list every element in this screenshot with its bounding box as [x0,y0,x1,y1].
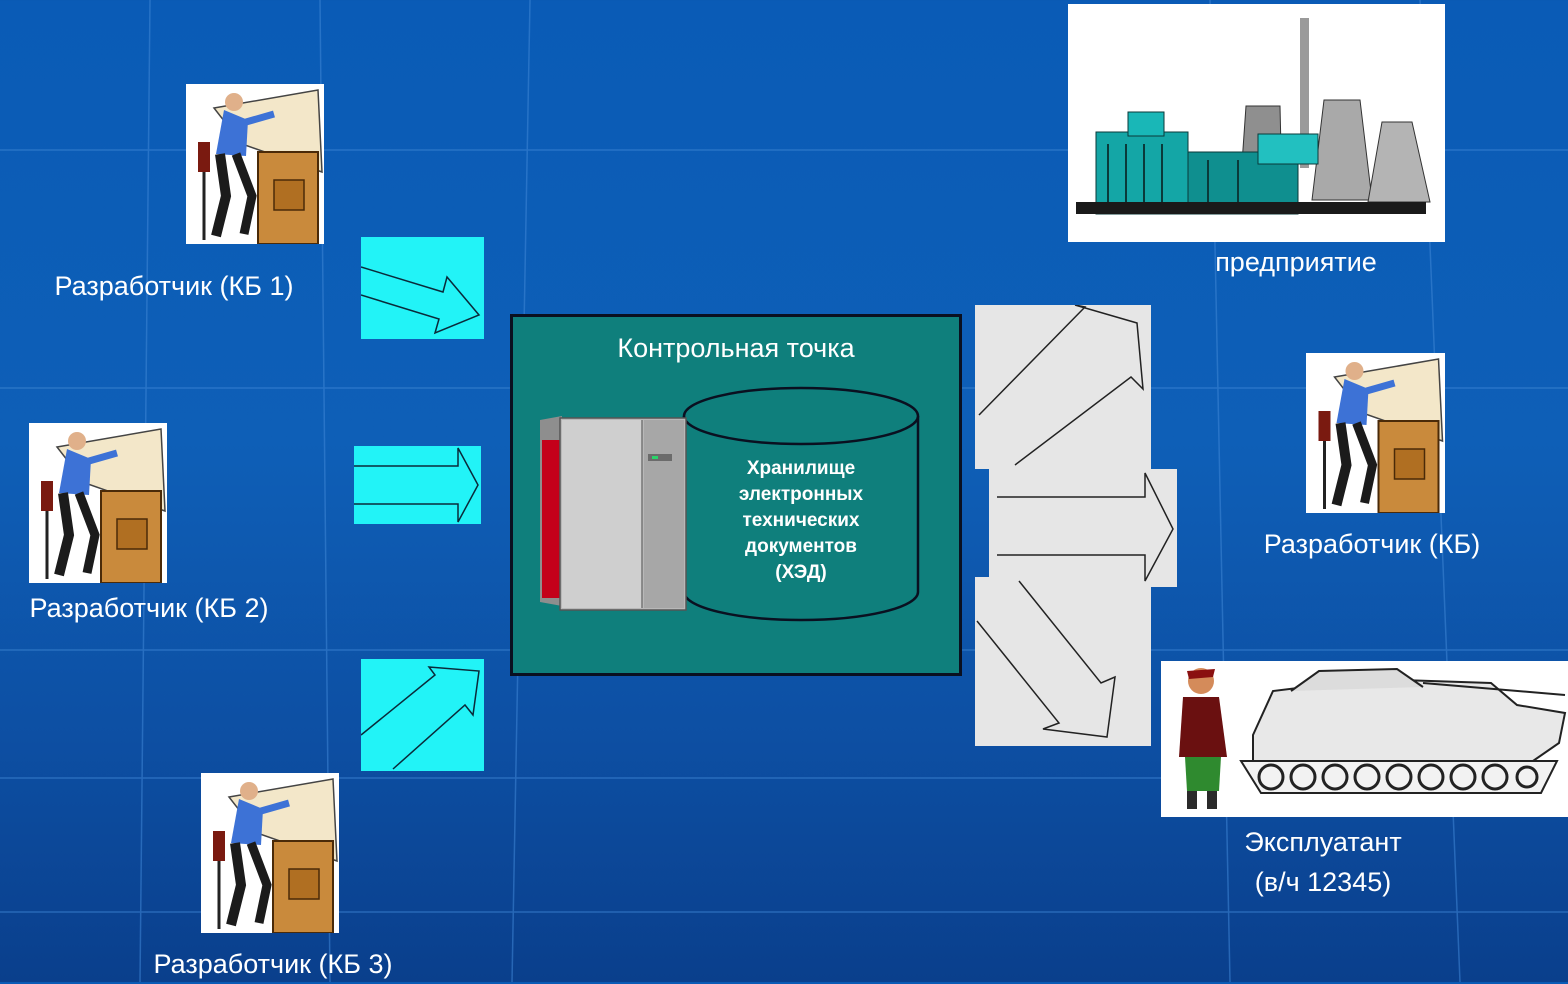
storage-label: Хранилище электронных технических докуме… [706,456,896,586]
storage-line-2: электронных [738,484,864,505]
target-factory-line-2: предприятие [1215,247,1377,277]
storage-line-4: документов [745,536,857,557]
input-arrow-kb3 [361,659,484,771]
target-factory-line-1: Ремонтное [1227,222,1365,237]
designer-kb-target-picture [1306,353,1445,513]
target-operator-line-2: (в/ч 12345) [1254,867,1392,897]
storage-line-5: (ХЭД) [775,562,827,583]
source-label-kb1: Разработчик (КБ 1) [54,271,294,301]
target-label-designer: Разработчик (КБ) [1263,529,1481,559]
designer-at-drafting-table-icon [41,428,166,583]
designer-kb1-picture [186,84,324,244]
source-label-kb2: Разработчик (КБ 2) [29,593,269,623]
control-point-title: Контрольная точка [617,333,855,363]
server-cabinet-icon [540,416,687,611]
target-operator-line-1: Эксплуатант [1244,827,1402,857]
operator-picture [1161,661,1568,817]
designer-kb3-picture [201,773,339,933]
database-cylinder-icon [682,386,920,622]
storage-line-1: Хранилище [746,458,856,479]
input-arrow-kb1 [361,237,484,339]
factory-icon [1076,18,1431,215]
target-label-factory: Ремонтное предприятие [1168,222,1424,282]
factory-picture [1068,4,1445,242]
designer-at-drafting-table-icon [198,89,323,244]
designer-at-drafting-table-icon [213,778,338,933]
target-label-operator: Эксплуатант (в/ч 12345) [1196,822,1450,902]
designer-kb2-picture [29,423,167,583]
storage-line-3: технических [742,510,860,531]
input-arrow-kb2 [354,446,481,524]
soldier-with-tank-icon [1179,667,1567,809]
output-arrows-group [975,305,1177,746]
designer-at-drafting-table-icon [1318,358,1444,513]
source-label-kb3: Разработчик (КБ 3) [153,949,393,979]
